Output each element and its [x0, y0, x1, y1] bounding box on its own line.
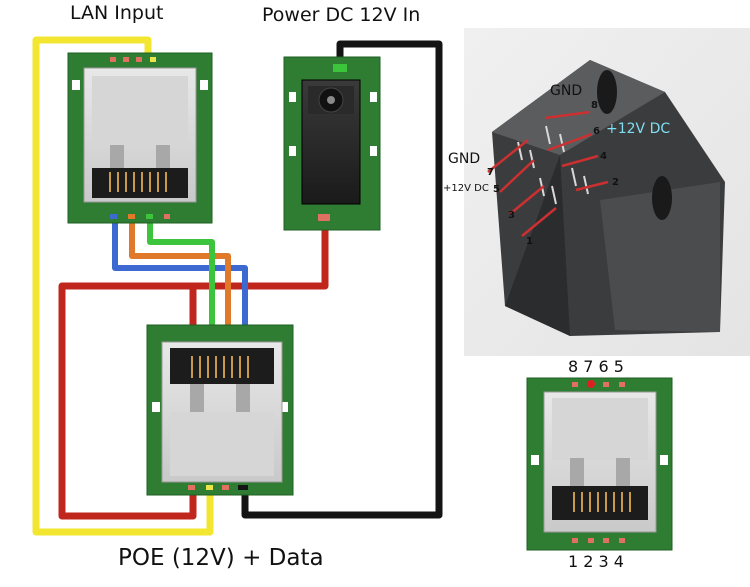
photo-pin-2: 2: [612, 177, 619, 188]
power-in-label: Power DC 12V In: [262, 4, 421, 26]
photo-pin-4: 4: [600, 151, 607, 162]
orange-wire: [129, 218, 231, 335]
photo-plus12v-right-label: +12V DC: [606, 121, 671, 137]
photo-pin-6: 6: [593, 126, 600, 137]
blue-wire: [112, 218, 248, 335]
power-dc-board: [283, 56, 381, 231]
poe-output-label: POE (12V) + Data: [118, 545, 324, 571]
photo-pin-3: 3: [508, 210, 515, 221]
photo-pin-7: 7: [487, 167, 494, 178]
green-wire: [147, 218, 215, 335]
photo-pin-1: 1: [526, 236, 533, 247]
lan-input-board: [67, 52, 213, 224]
photo-pin-5: 5: [493, 184, 500, 195]
rj45-photo: [464, 28, 750, 356]
lan-input-label: LAN Input: [70, 2, 164, 24]
photo-gnd-top-label: GND: [550, 83, 583, 99]
photo-pin-8: 8: [591, 100, 598, 111]
yellow-wire: [32, 36, 214, 536]
black-wire: [241, 40, 443, 519]
pinout-bottom-numbers: 1 2 3 4: [568, 552, 624, 571]
pinout-board: [526, 377, 673, 551]
photo-gnd-left-label: GND: [448, 151, 481, 167]
red-wire-power: [189, 220, 329, 330]
pinout-top-numbers: 8 7 6 5: [568, 357, 624, 376]
photo-plus12v-left-label: +12V DC: [443, 183, 489, 194]
red-wire-loop: [58, 282, 197, 520]
poe-output-board: [146, 324, 294, 496]
